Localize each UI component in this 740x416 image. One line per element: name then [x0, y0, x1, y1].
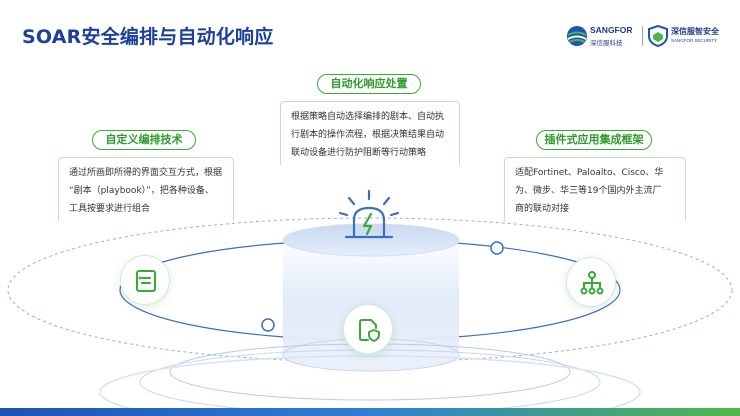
right-feature-card: 适配Fortinet、Paloalto、Cisco、华 为、微步、华三等19个国…: [504, 157, 686, 221]
logo-divider: [642, 26, 643, 46]
left-feature-icon-node: [120, 255, 170, 305]
left-feature-text-line: 通过所画即所得的界面交互方式，根据: [69, 168, 223, 178]
left-feature-text-line: 工具按要求进行组合: [69, 204, 151, 214]
center-feature-text-line: 根据策略自动选择编排的剧本、自动执: [291, 112, 445, 122]
sangfor-security-logo: 深信服智安全 SANGFOR SECURITY: [648, 24, 728, 48]
shield-file-icon: [359, 319, 380, 342]
page-title: SOAR安全编排与自动化响应: [22, 26, 274, 48]
left-feature-label: 自定义编排技术: [92, 130, 196, 150]
security-logo-subtext: SANGFOR SECURITY: [671, 38, 718, 43]
sangfor-logo-icon: [567, 26, 587, 46]
center-feature-text-line: 联动设备进行防护阻断等行动策略: [291, 148, 427, 158]
sangfor-logo-text: SANGFOR: [590, 25, 633, 35]
sangfor-logo: SANGFOR 深信服科技: [566, 24, 636, 48]
right-feature-label: 插件式应用集成框架: [536, 130, 652, 150]
right-feature-text-line: 为、微步、华三等19个国内外主流厂: [515, 186, 662, 196]
center-feature-label: 自动化响应处置: [317, 74, 421, 94]
left-feature-text-line: “剧本（playbook）”，把各种设备、: [69, 186, 214, 196]
shield-logo-icon: [648, 25, 668, 47]
document-list-icon: [136, 270, 156, 292]
security-logo-text: 深信服智安全: [671, 27, 719, 36]
center-feature-text-line: 行剧本的操作流程，根据决策结果自动: [291, 130, 445, 140]
right-feature-text-line: 适配Fortinet、Paloalto、Cisco、华: [515, 168, 664, 178]
bottom-feature-icon-node: [343, 304, 393, 354]
sangfor-logo-subtext: 深信服科技: [590, 39, 623, 47]
right-feature-icon-node: [566, 257, 616, 307]
hierarchy-network-icon: [580, 271, 604, 295]
right-feature-text-line: 商的联动对接: [515, 204, 570, 214]
center-feature-card: 根据策略自动选择编排的剧本、自动执 行剧本的操作流程，根据决策结果自动 联动设备…: [280, 101, 460, 165]
alarm-light-icon: [338, 189, 400, 239]
footer-gradient-bar: [0, 408, 740, 416]
left-feature-card: 通过所画即所得的界面交互方式，根据 “剧本（playbook）”，把各种设备、 …: [58, 157, 234, 221]
